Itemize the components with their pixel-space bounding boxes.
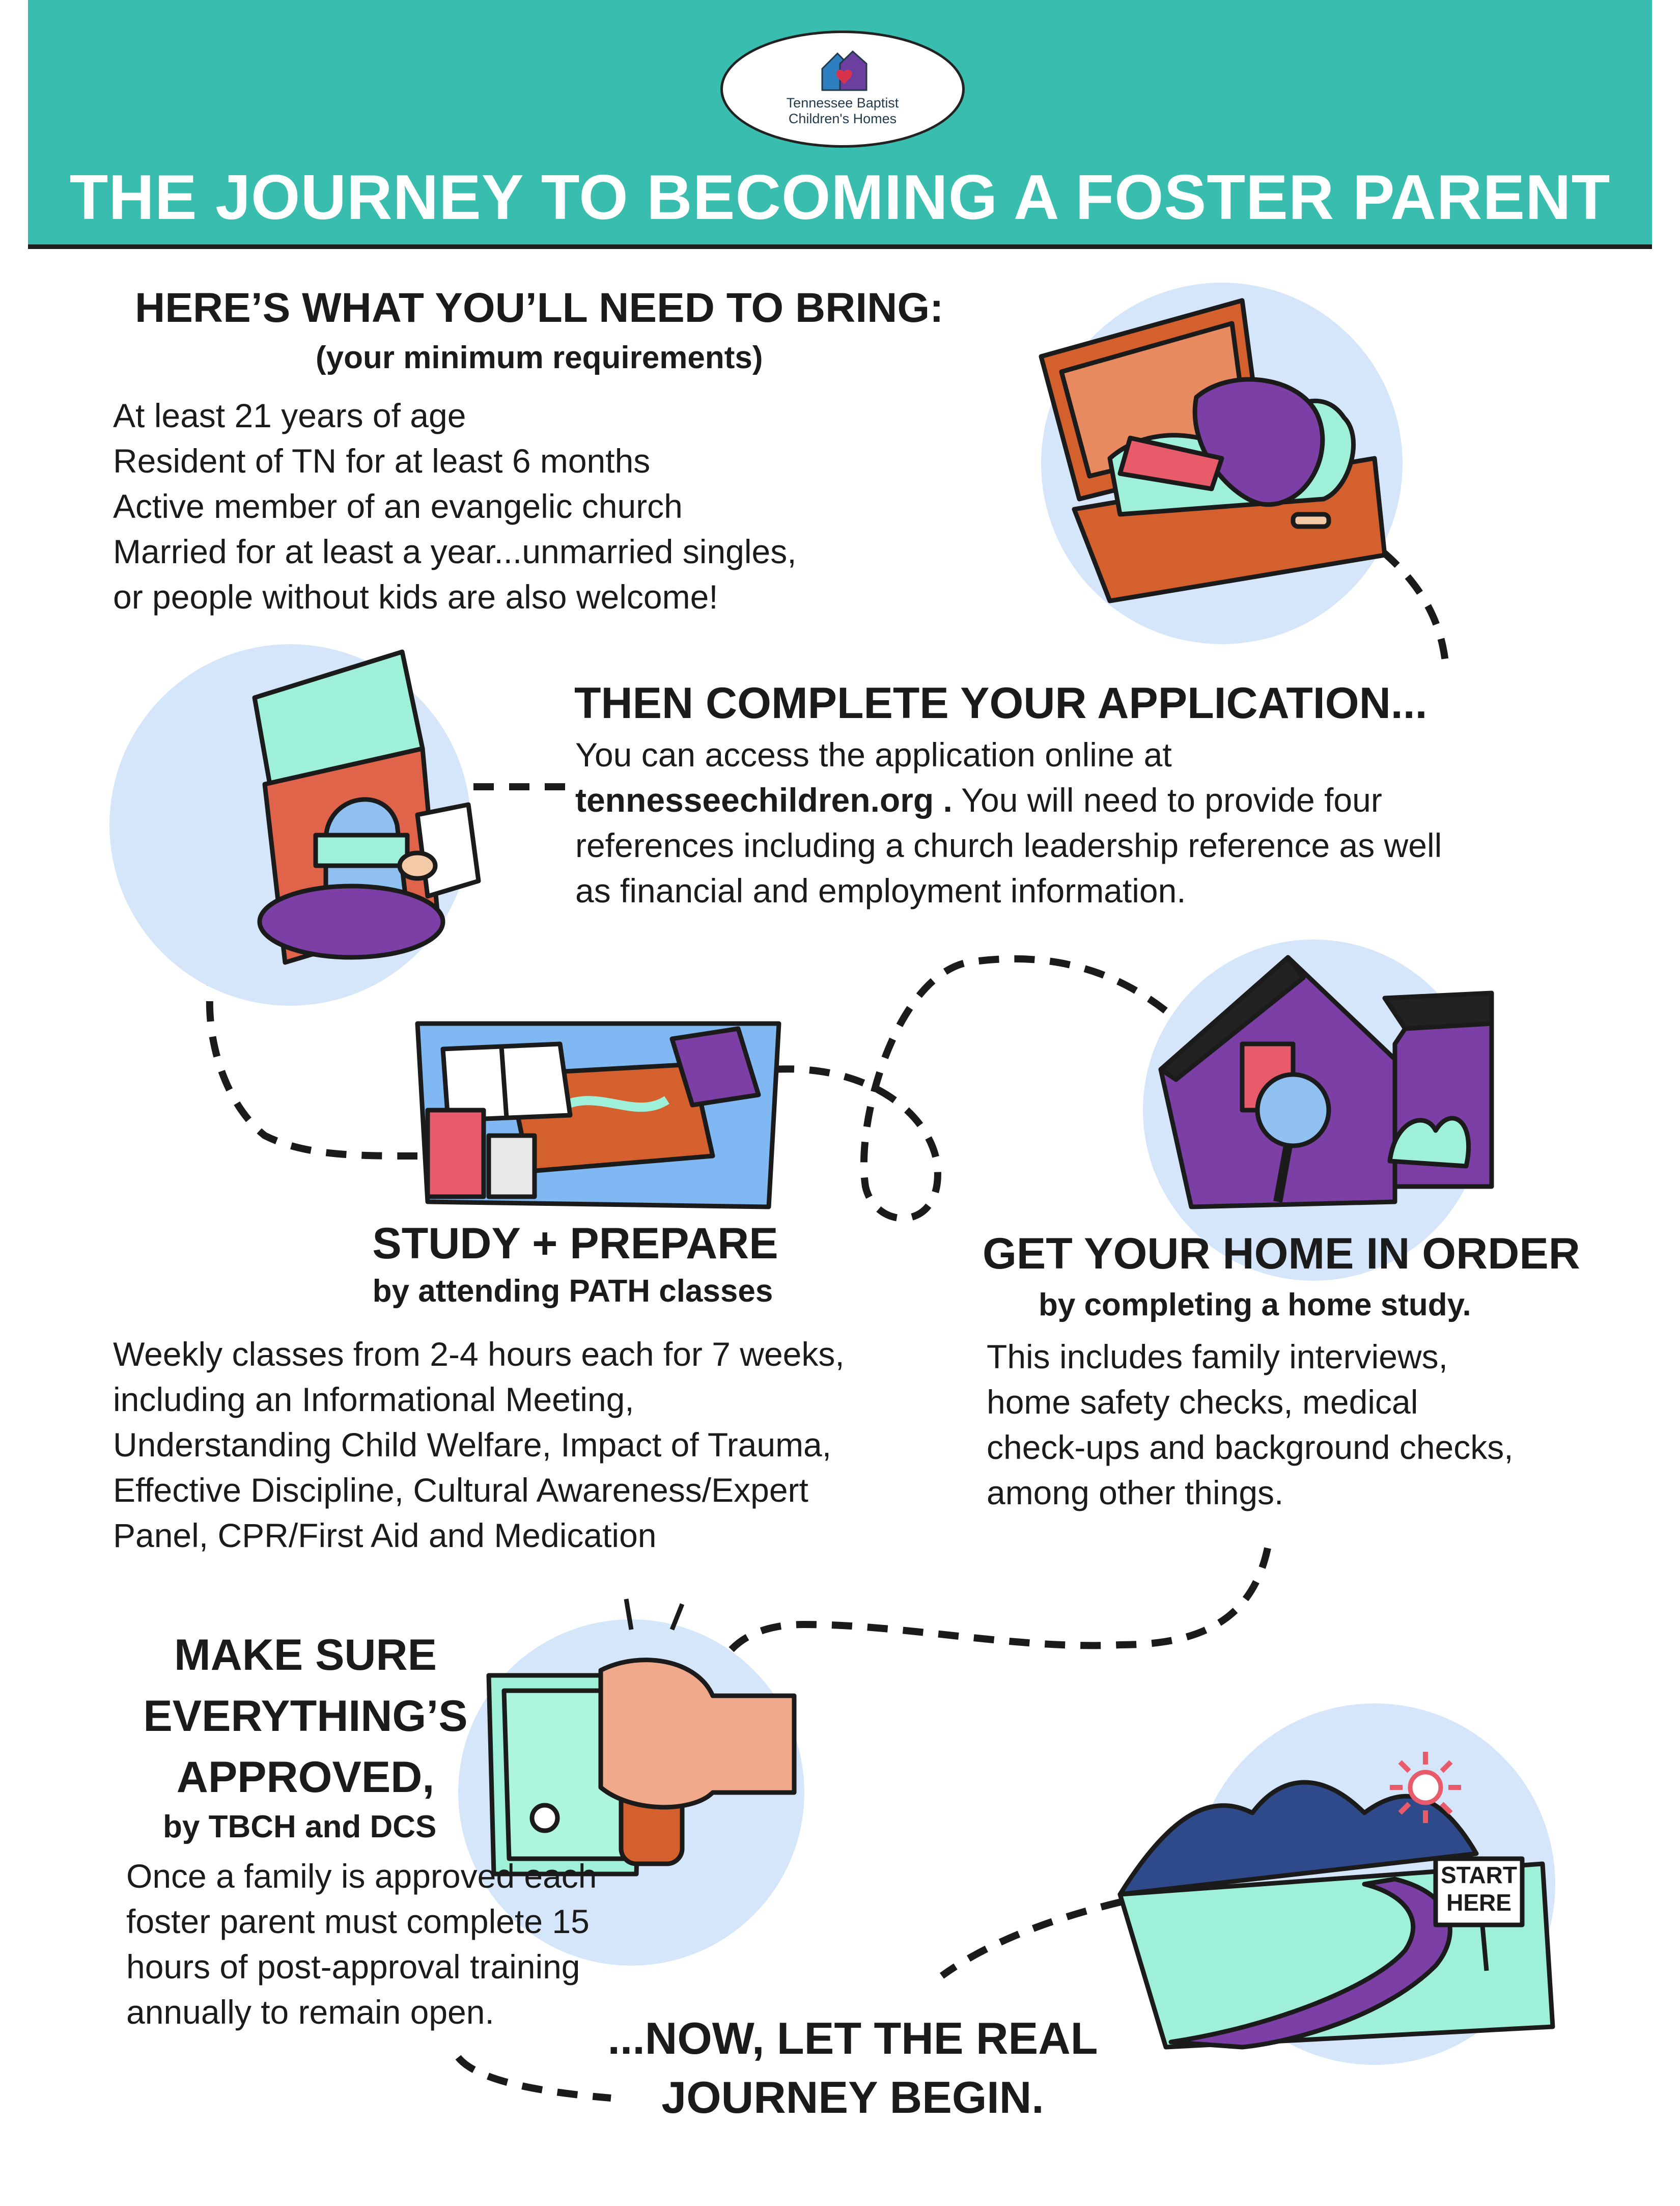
study-details: Weekly classes from 2-4 hours each for 7… [113, 1332, 845, 1558]
approved-line: annually to remain open. [126, 1993, 494, 2031]
requirement-item: At least 21 years of age [113, 397, 466, 434]
approved-heading-line: EVERYTHING’S [143, 1692, 468, 1741]
approved-heading: MAKE SURE EVERYTHING’S APPROVED, [122, 1624, 489, 1808]
closing-line2: JOURNEY BEGIN. [661, 2072, 1044, 2122]
application-heading: THEN COMPLETE YOUR APPLICATION... [574, 679, 1427, 728]
bring-heading: HERE’S WHAT YOU’LL NEED TO BRING: [135, 285, 944, 331]
closing-line1: ...NOW, LET THE REAL [607, 2013, 1098, 2063]
closing-heading: ...NOW, LET THE REAL JOURNEY BEGIN. [560, 2009, 1145, 2127]
logo-text: Tennessee Baptist Children's Homes [723, 95, 962, 127]
home-subheading: by completing a home study. [1039, 1287, 1471, 1322]
study-desk-icon [415, 1021, 781, 1209]
approved-heading-line: MAKE SURE [174, 1631, 437, 1679]
study-line: Weekly classes from 2-4 hours each for 7… [113, 1335, 845, 1373]
start-here-sign: START HERE [1436, 1861, 1522, 1916]
home-details: This includes family interviews, home sa… [987, 1334, 1514, 1515]
sign-line1: START [1441, 1862, 1517, 1888]
approved-details: Once a family is approved each foster pa… [126, 1854, 597, 2035]
suitcase-icon [1039, 298, 1387, 603]
requirement-item: Resident of TN for at least 6 months [113, 442, 651, 480]
study-line: Effective Discipline, Cultural Awareness… [113, 1471, 808, 1509]
dashed-journey-path [206, 527, 1449, 2102]
study-line: Panel, CPR/First Aid and Medication [113, 1516, 657, 1554]
requirement-item: Married for at least a year...unmarried … [113, 533, 797, 570]
application-text: You can access the application online at… [575, 732, 1442, 914]
application-line2: tennesseechildren.org . You will need to… [575, 778, 1442, 823]
study-heading: STUDY + PREPARE [372, 1219, 778, 1268]
bring-subheading: (your minimum requirements) [316, 340, 763, 375]
sign-line2: HERE [1446, 1889, 1511, 1916]
approved-line: hours of post-approval training [126, 1948, 580, 1986]
application-link[interactable]: tennesseechildren.org . [575, 781, 953, 819]
requirement-item: or people without kids are also welcome! [113, 578, 718, 616]
storefront-icon [252, 649, 481, 965]
study-line: including an Informational Meeting, [113, 1381, 634, 1418]
home-line: This includes family interviews, [987, 1338, 1448, 1375]
approved-heading-line: APPROVED, [176, 1753, 435, 1802]
header-divider [28, 244, 1652, 249]
application-line4: as financial and employment information. [575, 872, 1186, 909]
requirements-list: At least 21 years of age Resident of TN … [113, 393, 797, 620]
home-line: check-ups and background checks, [987, 1428, 1514, 1466]
approved-subheading: by TBCH and DCS [163, 1809, 437, 1844]
logo-text-line1: Tennessee Baptist [786, 95, 899, 111]
house-heart-icon [821, 50, 867, 91]
application-line3: references including a church leadership… [575, 826, 1442, 864]
start-here-landscape-icon [1117, 1752, 1555, 2050]
home-heading: GET YOUR HOME IN ORDER [983, 1229, 1580, 1278]
approved-line: foster parent must complete 15 [126, 1902, 590, 1940]
approval-stamp-icon [486, 1598, 797, 1877]
requirement-item: Active member of an evangelic church [113, 487, 683, 525]
tbch-logo: Tennessee Baptist Children's Homes [720, 31, 965, 148]
study-line: Understanding Child Welfare, Impact of T… [113, 1426, 832, 1464]
application-line1: You can access the application online at [575, 736, 1172, 774]
study-subheading: by attending PATH classes [372, 1274, 773, 1309]
approved-line: Once a family is approved each [126, 1857, 597, 1895]
home-line: home safety checks, medical [987, 1383, 1418, 1421]
logo-text-line2: Children's Homes [788, 111, 897, 126]
page-title: THE JOURNEY TO BECOMING A FOSTER PARENT [69, 162, 1611, 233]
application-line2-rest: You will need to provide four [952, 781, 1382, 819]
house-magnifier-icon [1158, 955, 1494, 1209]
home-line: among other things. [987, 1474, 1284, 1511]
